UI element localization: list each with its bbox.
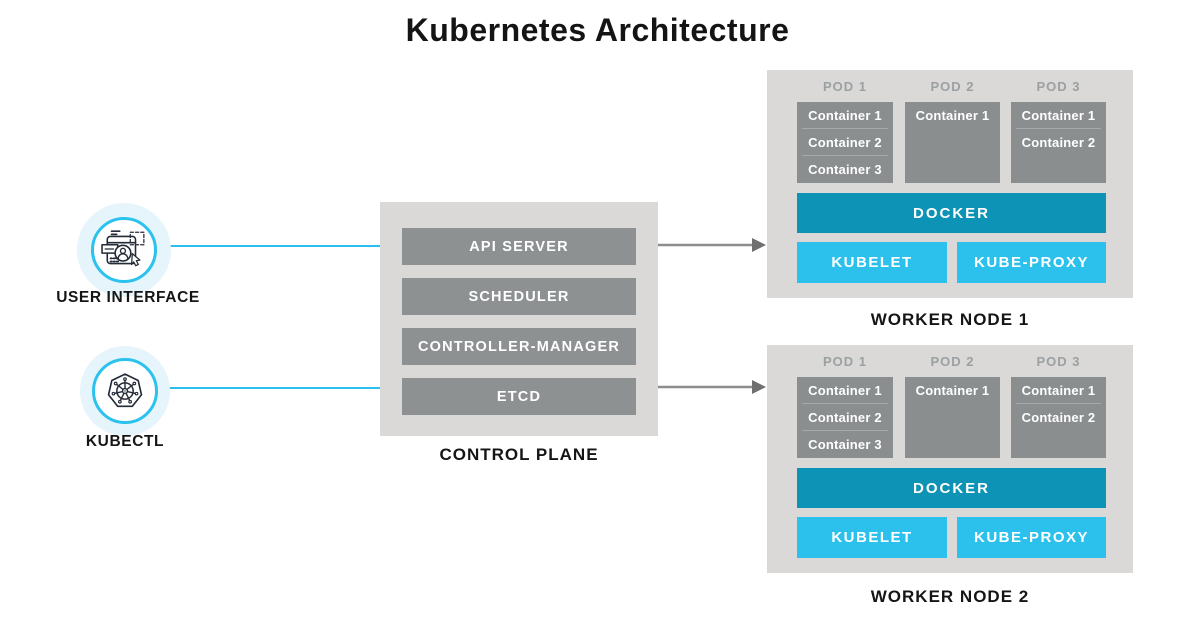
container-item: Container 1 [802, 377, 888, 404]
worker-node-2-panel: POD 1 POD 2 POD 3 Container 1 Container … [767, 345, 1133, 573]
worker-node-1-panel: POD 1 POD 2 POD 3 Container 1 Container … [767, 70, 1133, 298]
container-item: Container 2 [802, 404, 888, 431]
pod-label: POD 3 [1036, 354, 1081, 369]
control-plane-component-etcd: ETCD [402, 378, 636, 415]
container-item: Container 3 [808, 437, 882, 452]
control-plane-panel: API SERVER SCHEDULER CONTROLLER-MANAGER … [380, 202, 658, 436]
worker-node-1-label: WORKER NODE 1 [870, 310, 1030, 329]
pod-label: POD 1 [822, 354, 867, 369]
pod-box: Container 1 Container 2 [1011, 377, 1106, 458]
arrow-user-interface-to-control-plane [150, 239, 393, 253]
user-interface-label: USER INTERFACE [56, 289, 200, 306]
container-item: Container 1 [1016, 102, 1101, 129]
pod-box: Container 1 Container 2 Container 3 [797, 377, 893, 458]
pod-label: POD 2 [930, 79, 975, 94]
pod-box: Container 1 Container 2 Container 3 [797, 102, 893, 183]
user-interface-icon-circle [91, 217, 157, 283]
container-item: Container 1 [802, 102, 888, 129]
docker-bar: DOCKER [797, 468, 1106, 508]
browser-user-icon [101, 230, 145, 267]
kubectl-label: KUBECTL [85, 433, 165, 450]
kubelet-bar: KUBELET [797, 242, 947, 283]
container-item: Container 1 [915, 108, 990, 123]
container-item: Container 3 [808, 162, 882, 177]
control-plane-component-controller-manager: CONTROLLER-MANAGER [402, 328, 636, 365]
kube-proxy-bar: KUBE-PROXY [957, 242, 1106, 283]
pod-box: Container 1 [905, 377, 1000, 458]
kubelet-bar: KUBELET [797, 517, 947, 558]
container-item: Container 1 [915, 383, 990, 398]
arrow-control-plane-to-worker-node-2 [658, 380, 766, 394]
arrow-kubectl-to-control-plane [150, 381, 393, 395]
control-plane-component-api-server: API SERVER [402, 228, 636, 265]
worker-node-2-label: WORKER NODE 2 [870, 587, 1030, 606]
docker-bar: DOCKER [797, 193, 1106, 233]
control-plane-component-scheduler: SCHEDULER [402, 278, 636, 315]
pod-label: POD 3 [1036, 79, 1081, 94]
container-item: Container 2 [802, 129, 888, 156]
pod-box: Container 1 Container 2 [1011, 102, 1106, 183]
diagram-title: Kubernetes Architecture [405, 12, 790, 48]
kubectl-icon-circle [92, 358, 158, 424]
control-plane-label: CONTROL PLANE [439, 445, 599, 464]
pod-box: Container 1 [905, 102, 1000, 183]
pod-label: POD 2 [930, 354, 975, 369]
pod-label: POD 1 [822, 79, 867, 94]
container-item: Container 2 [1021, 135, 1096, 150]
kube-proxy-bar: KUBE-PROXY [957, 517, 1106, 558]
arrow-control-plane-to-worker-node-1 [658, 238, 766, 252]
container-item: Container 2 [1021, 410, 1096, 425]
container-item: Container 1 [1016, 377, 1101, 404]
kubernetes-helm-icon [107, 373, 143, 408]
